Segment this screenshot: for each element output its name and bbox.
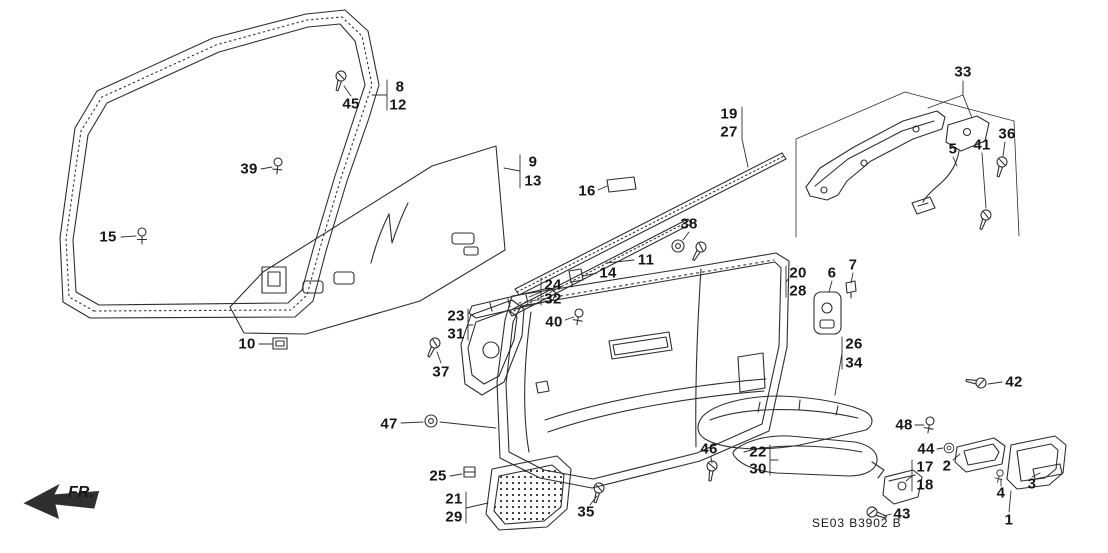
part-label-20: 20	[789, 264, 807, 282]
part-label-23: 23	[447, 307, 465, 325]
part-label-14: 14	[599, 264, 617, 282]
door-lining-panel	[496, 252, 790, 489]
part-label-46: 46	[700, 440, 718, 458]
diagram-code: SE03 B3902 B	[812, 516, 902, 530]
belt-molding	[514, 152, 787, 296]
part-label-15: 15	[99, 228, 117, 246]
part-label-25: 25	[429, 467, 447, 485]
part-label-27: 27	[720, 123, 738, 141]
part-label-2: 2	[942, 457, 952, 475]
part-label-3: 3	[1027, 475, 1037, 493]
part-label-6: 6	[827, 264, 837, 282]
part-label-22: 22	[749, 443, 767, 461]
mount-bracket-a	[805, 110, 946, 201]
part-label-39: 39	[240, 160, 258, 178]
part-label-36: 36	[998, 125, 1016, 143]
door-weatherstrip	[59, 9, 380, 319]
part-label-47: 47	[380, 415, 398, 433]
speaker-lid	[485, 455, 572, 531]
part-label-5: 5	[948, 140, 958, 158]
handle-bezel	[954, 437, 1006, 473]
part-label-18: 18	[916, 476, 934, 494]
part-label-31: 31	[447, 325, 465, 343]
part-label-21: 21	[445, 490, 463, 508]
fr-direction-arrow	[23, 483, 100, 520]
part-label-10: 10	[238, 335, 256, 353]
part-clip-10	[272, 337, 288, 350]
part-label-28: 28	[789, 282, 807, 300]
part-label-24: 24	[544, 276, 562, 294]
part-label-40: 40	[545, 313, 563, 331]
part-clip-14	[568, 268, 584, 288]
part-label-43: 43	[893, 505, 911, 523]
part-label-17: 17	[916, 458, 934, 476]
rear-armrest	[697, 395, 873, 450]
bracket-group-border	[795, 91, 1020, 238]
corner-cover	[460, 299, 525, 396]
glass-holders	[261, 232, 479, 294]
part-label-12: 12	[389, 96, 407, 114]
leader-lines	[120, 79, 1041, 524]
part-trim-16	[606, 176, 637, 193]
mount-bracket-b	[945, 115, 990, 152]
part-label-16: 16	[578, 182, 596, 200]
glass-marking	[370, 202, 409, 264]
part-label-9: 9	[528, 153, 538, 171]
part-label-37: 37	[432, 363, 450, 381]
part-label-32: 32	[544, 290, 562, 308]
glass-run-channel	[508, 218, 692, 317]
part-label-48: 48	[895, 416, 913, 434]
part-label-30: 30	[749, 460, 767, 478]
fr-label: FR.	[68, 484, 94, 501]
part-label-29: 29	[445, 508, 463, 526]
part-label-11: 11	[637, 251, 655, 269]
fasteners	[136, 69, 1009, 523]
part-label-41: 41	[973, 136, 991, 154]
small-clip-7	[845, 280, 857, 299]
part-clip-25	[463, 466, 476, 478]
part-label-45: 45	[342, 95, 360, 113]
door-glass	[229, 145, 506, 335]
part-label-13: 13	[524, 172, 542, 190]
part-label-38: 38	[680, 215, 698, 233]
part-label-35: 35	[577, 503, 595, 521]
part-label-34: 34	[845, 354, 863, 372]
part-label-26: 26	[845, 335, 863, 353]
part-label-19: 19	[720, 105, 738, 123]
part-label-1: 1	[1004, 511, 1014, 529]
wire-harness	[911, 150, 960, 215]
part-label-42: 42	[1005, 373, 1023, 391]
part-label-44: 44	[917, 440, 935, 458]
pull-pocket	[1006, 435, 1067, 490]
part-label-33: 33	[954, 63, 972, 81]
armrest-bracket	[882, 469, 923, 505]
part-label-7: 7	[848, 256, 858, 274]
front-armrest	[732, 435, 885, 479]
sash-garnish	[468, 287, 557, 319]
pull-bracket	[813, 291, 842, 335]
part-label-4: 4	[996, 484, 1006, 502]
part-label-8: 8	[395, 78, 405, 96]
